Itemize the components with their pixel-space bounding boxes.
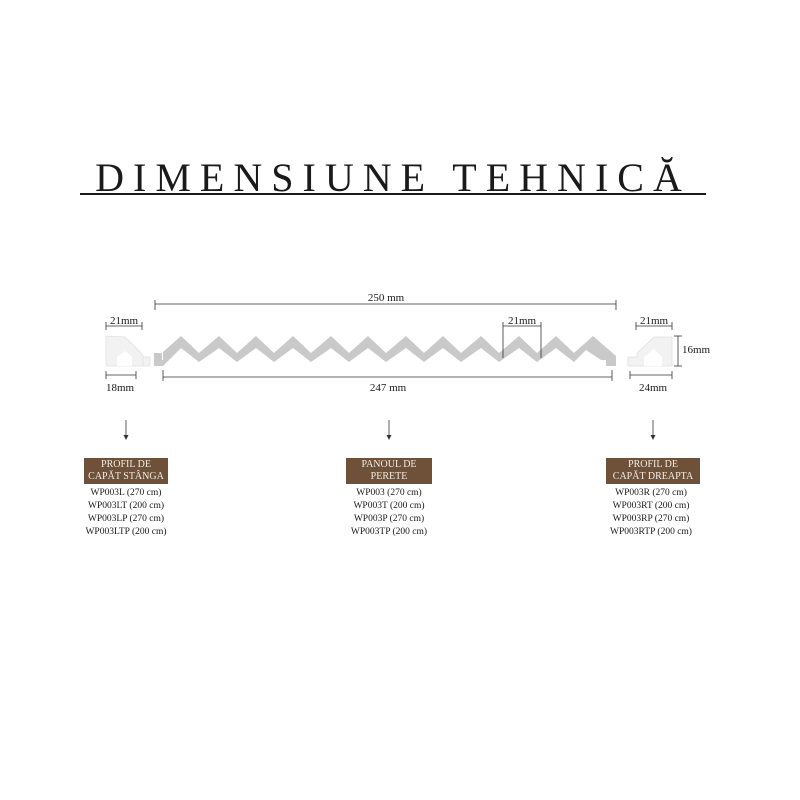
panel-effective-width-label: 247 mm	[370, 382, 407, 394]
wall-panel: 250 mm 21mm 247 mm	[154, 292, 617, 394]
right-profile-codes: WP003R (270 cm) WP003RT (200 cm) WP003RP…	[591, 487, 711, 539]
right-profile-label: PROFIL DE CAPĂT DREAPTA	[606, 458, 700, 484]
list-item: WP003LP (270 cm)	[87, 514, 165, 524]
panel-module-width-label: 21mm	[508, 315, 537, 327]
left-profile-shape	[105, 335, 144, 367]
list-item: WP003RT (200 cm)	[612, 501, 690, 511]
list-item: WP003R (270 cm)	[615, 488, 687, 498]
panel-total-width-label: 250 mm	[368, 292, 405, 304]
list-item: WP003RP (270 cm)	[612, 514, 690, 524]
list-item: WP003LT (200 cm)	[88, 501, 164, 511]
left-profile-label: PROFIL DE CAPĂT STÂNGA	[84, 458, 168, 484]
left-profile-codes: WP003L (270 cm) WP003LT (200 cm) WP003LP…	[66, 487, 186, 539]
panel-label: PANOUL DE PERETE	[346, 458, 432, 484]
right-width-bottom-label: 24mm	[639, 382, 668, 394]
list-item: WP003LTP (200 cm)	[85, 527, 167, 537]
pointer-arrows	[123, 420, 656, 440]
list-item: WP003P (270 cm)	[353, 514, 425, 524]
panel-profile-shape	[154, 336, 616, 366]
right-profile-notch	[644, 349, 662, 366]
list-item: WP003L (270 cm)	[90, 488, 162, 498]
right-width-top-label: 21mm	[640, 315, 669, 327]
list-item: WP003T (200 cm)	[353, 501, 425, 511]
page-title: DIMENSIUNE TEHNICĂ	[95, 155, 691, 200]
list-item: WP003 (270 cm)	[356, 488, 422, 498]
left-end-profile: 21mm 18mm	[105, 315, 151, 394]
left-width-bottom-label: 18mm	[106, 382, 135, 394]
title-underline	[80, 193, 706, 195]
left-profile-notch	[117, 351, 132, 366]
list-item: WP003RTP (200 cm)	[610, 527, 692, 537]
left-profile-lip	[142, 356, 151, 367]
list-item: WP003TP (200 cm)	[350, 527, 428, 537]
right-end-profile: 21mm 16mm 24mm	[627, 315, 711, 394]
right-height-label: 16mm	[682, 344, 711, 356]
left-width-top-label: 21mm	[110, 315, 139, 327]
panel-codes: WP003 (270 cm) WP003T (200 cm) WP003P (2…	[329, 487, 449, 539]
